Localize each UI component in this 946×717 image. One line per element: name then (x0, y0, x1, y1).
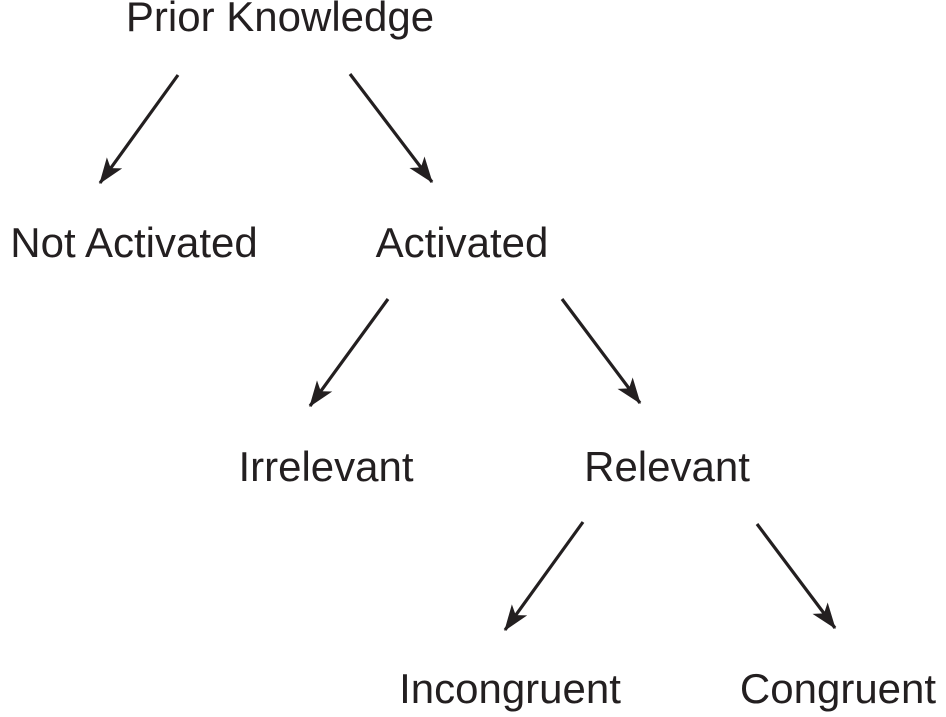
edge-relevant-to-incongruent (503, 521, 585, 631)
edge-prior-knowledge-to-not-activated (98, 74, 180, 184)
node-irrelevant: Irrelevant (238, 443, 414, 490)
node-congruent: Congruent (739, 665, 937, 712)
edge-prior-knowledge-to-activated (348, 73, 434, 183)
node-prior-knowledge: Prior Knowledge (125, 0, 435, 40)
node-relevant: Relevant (584, 443, 750, 490)
node-activated: Activated (375, 219, 549, 266)
node-incongruent: Incongruent (399, 665, 621, 712)
edge-activated-to-irrelevant (308, 298, 390, 407)
edge-activated-to-relevant (560, 298, 642, 404)
edge-relevant-to-congruent (755, 523, 837, 629)
node-not-activated: Not Activated (10, 219, 258, 266)
